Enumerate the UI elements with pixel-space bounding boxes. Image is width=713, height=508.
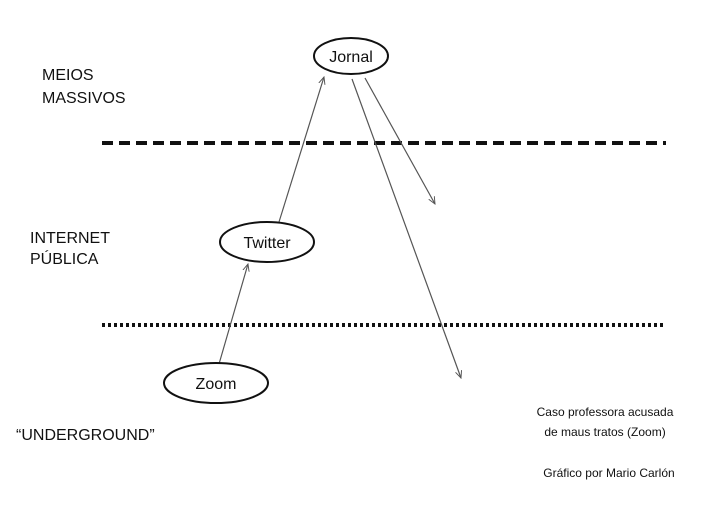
caption-line-1: Caso professora acusada [537,405,674,419]
caption-credit: Gráfico por Mario Carlón [543,466,674,480]
arrow-jornal-long [351,78,461,378]
level-label-massivos: MASSIVOS [42,90,126,107]
node-zoom-label: Zoom [196,376,237,393]
level-label-publica: PÚBLICA [30,249,99,268]
node-twitter-label: Twitter [243,235,291,252]
level-label-underground: “UNDERGROUND” [16,427,155,444]
node-twitter: Twitter [219,221,315,263]
arrow-twitter-to-jornal [278,77,324,223]
node-jornal: Jornal [313,37,389,75]
node-jornal-label: Jornal [329,49,373,66]
caption-line-2: de maus tratos (Zoom) [544,425,665,439]
level-label-internet: INTERNET [30,230,110,247]
node-zoom: Zoom [163,362,269,404]
arrow-jornal-short [364,77,435,204]
arrow-zoom-to-twitter [218,264,248,365]
level-label-meios: MEIOS [42,67,94,84]
